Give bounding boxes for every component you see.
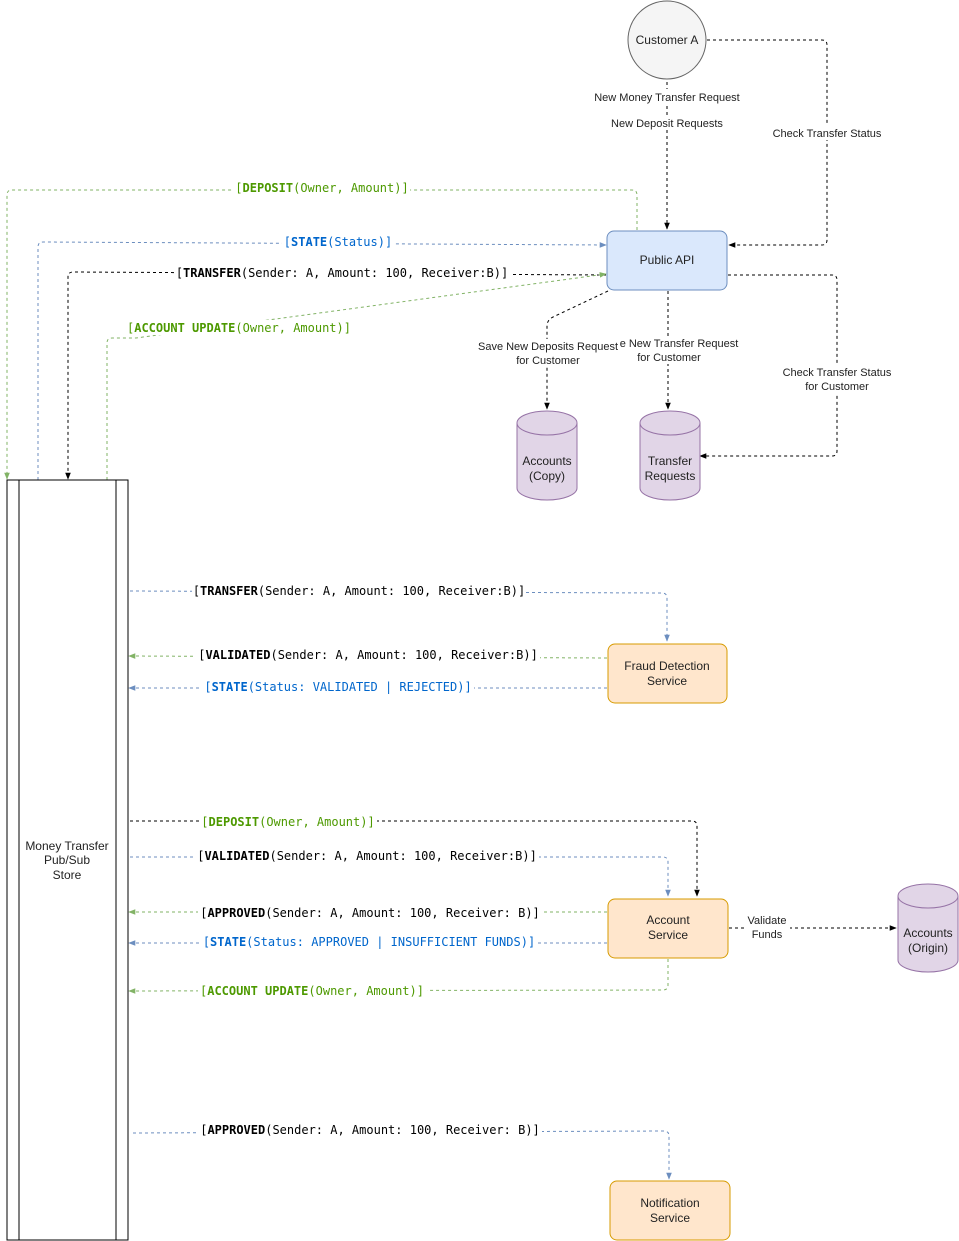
edge-deposit-top [4,189,638,480]
label-save-deposits-2: for Customer [516,355,580,367]
customer-node: Customer A [627,0,707,80]
fraud-detection-node: Fraud Detection Service [607,643,728,704]
label-new-deposit: New Deposit Requests [611,118,723,130]
account-service-node: Account Service [607,898,729,959]
message-validated-acct: [VALIDATED(Sender: A, Amount: 100, Recei… [197,849,537,863]
public-api-node: Public API [606,230,728,291]
notification-line1: Notification [640,1196,699,1210]
message-account-update-top: [ACCOUNT UPDATE(Owner, Amount)] [127,321,351,335]
transfer-requests-db: Transfer Requests [639,410,701,501]
label-validate-funds-2: Funds [752,929,783,941]
message-transfer-fraud: [TRANSFER(Sender: A, Amount: 100, Receiv… [193,584,525,598]
label-save-deposits-1: Save New Deposits Request [478,341,618,353]
account-service-line2: Service [648,928,688,942]
edge-deposit-acct [130,820,700,897]
accounts-copy-db: Accounts (Copy) [516,410,578,501]
message-approved-notify: [APPROVED(Sender: A, Amount: 100, Receiv… [200,1123,540,1137]
label-save-transfer-2: for Customer [637,352,701,364]
pubsub-line3: Store [53,868,82,882]
message-deposit-top: [DEPOSIT(Owner, Amount)] [235,181,408,195]
accounts-origin-line1: Accounts [903,926,952,940]
edge-transfer-fraud [129,590,670,642]
pubsub-line2: Pub/Sub [44,853,90,867]
transfer-requests-line1: Transfer [648,454,692,468]
message-validated-fraud: [VALIDATED(Sender: A, Amount: 100, Recei… [198,648,538,662]
edge-state-top [37,241,607,480]
message-state-acct: [STATE(Status: APPROVED | INSUFFICIENT F… [203,935,535,949]
customer-label: Customer A [636,33,699,47]
label-validate-funds-1: Validate [748,915,787,927]
edge-transfer-top [65,271,607,480]
transfer-requests-line2: Requests [645,469,696,483]
message-deposit-acct: [DEPOSIT(Owner, Amount)] [201,815,374,829]
accounts-origin-db: Accounts (Origin) [897,883,959,973]
accounts-copy-line1: Accounts [522,454,571,468]
message-state-top: [STATE(Status)] [284,235,392,249]
label-new-money-transfer: New Money Transfer Request [594,92,740,104]
message-state-fraud: [STATE(Status: VALIDATED | REJECTED)] [204,680,471,694]
notification-line2: Service [650,1211,690,1225]
edge-account-update-acct [128,959,669,994]
message-transfer-top: [TRANSFER(Sender: A, Amount: 100, Receiv… [176,266,508,280]
accounts-copy-line2: (Copy) [529,469,565,483]
fraud-line2: Service [647,674,687,688]
label-check-status-customer-2: for Customer [805,381,869,393]
edge-customer-check-status [707,39,828,248]
message-account-update-acct: [ACCOUNT UPDATE(Owner, Amount)] [200,984,424,998]
pubsub-store-node: Money Transfer Pub/Sub Store [6,479,129,1241]
label-save-transfer-1: e New Transfer Request [620,338,739,350]
pubsub-line1: Money Transfer [25,839,108,853]
label-check-status: Check Transfer Status [773,128,882,140]
message-approved-acct: [APPROVED(Sender: A, Amount: 100, Receiv… [200,906,540,920]
edge-save-deposits [544,290,609,410]
fraud-line1: Fraud Detection [624,659,709,673]
edge-approved-notify [132,1130,672,1180]
accounts-origin-line2: (Origin) [908,941,948,955]
edge-account-update-top [106,272,607,480]
edge-check-status-customer [699,274,838,459]
account-service-line1: Account [646,913,690,927]
label-check-status-customer-1: Check Transfer Status [783,367,892,379]
notification-service-node: Notification Service [609,1180,731,1241]
public-api-label: Public API [640,253,695,267]
edge-validated-acct [130,856,671,897]
